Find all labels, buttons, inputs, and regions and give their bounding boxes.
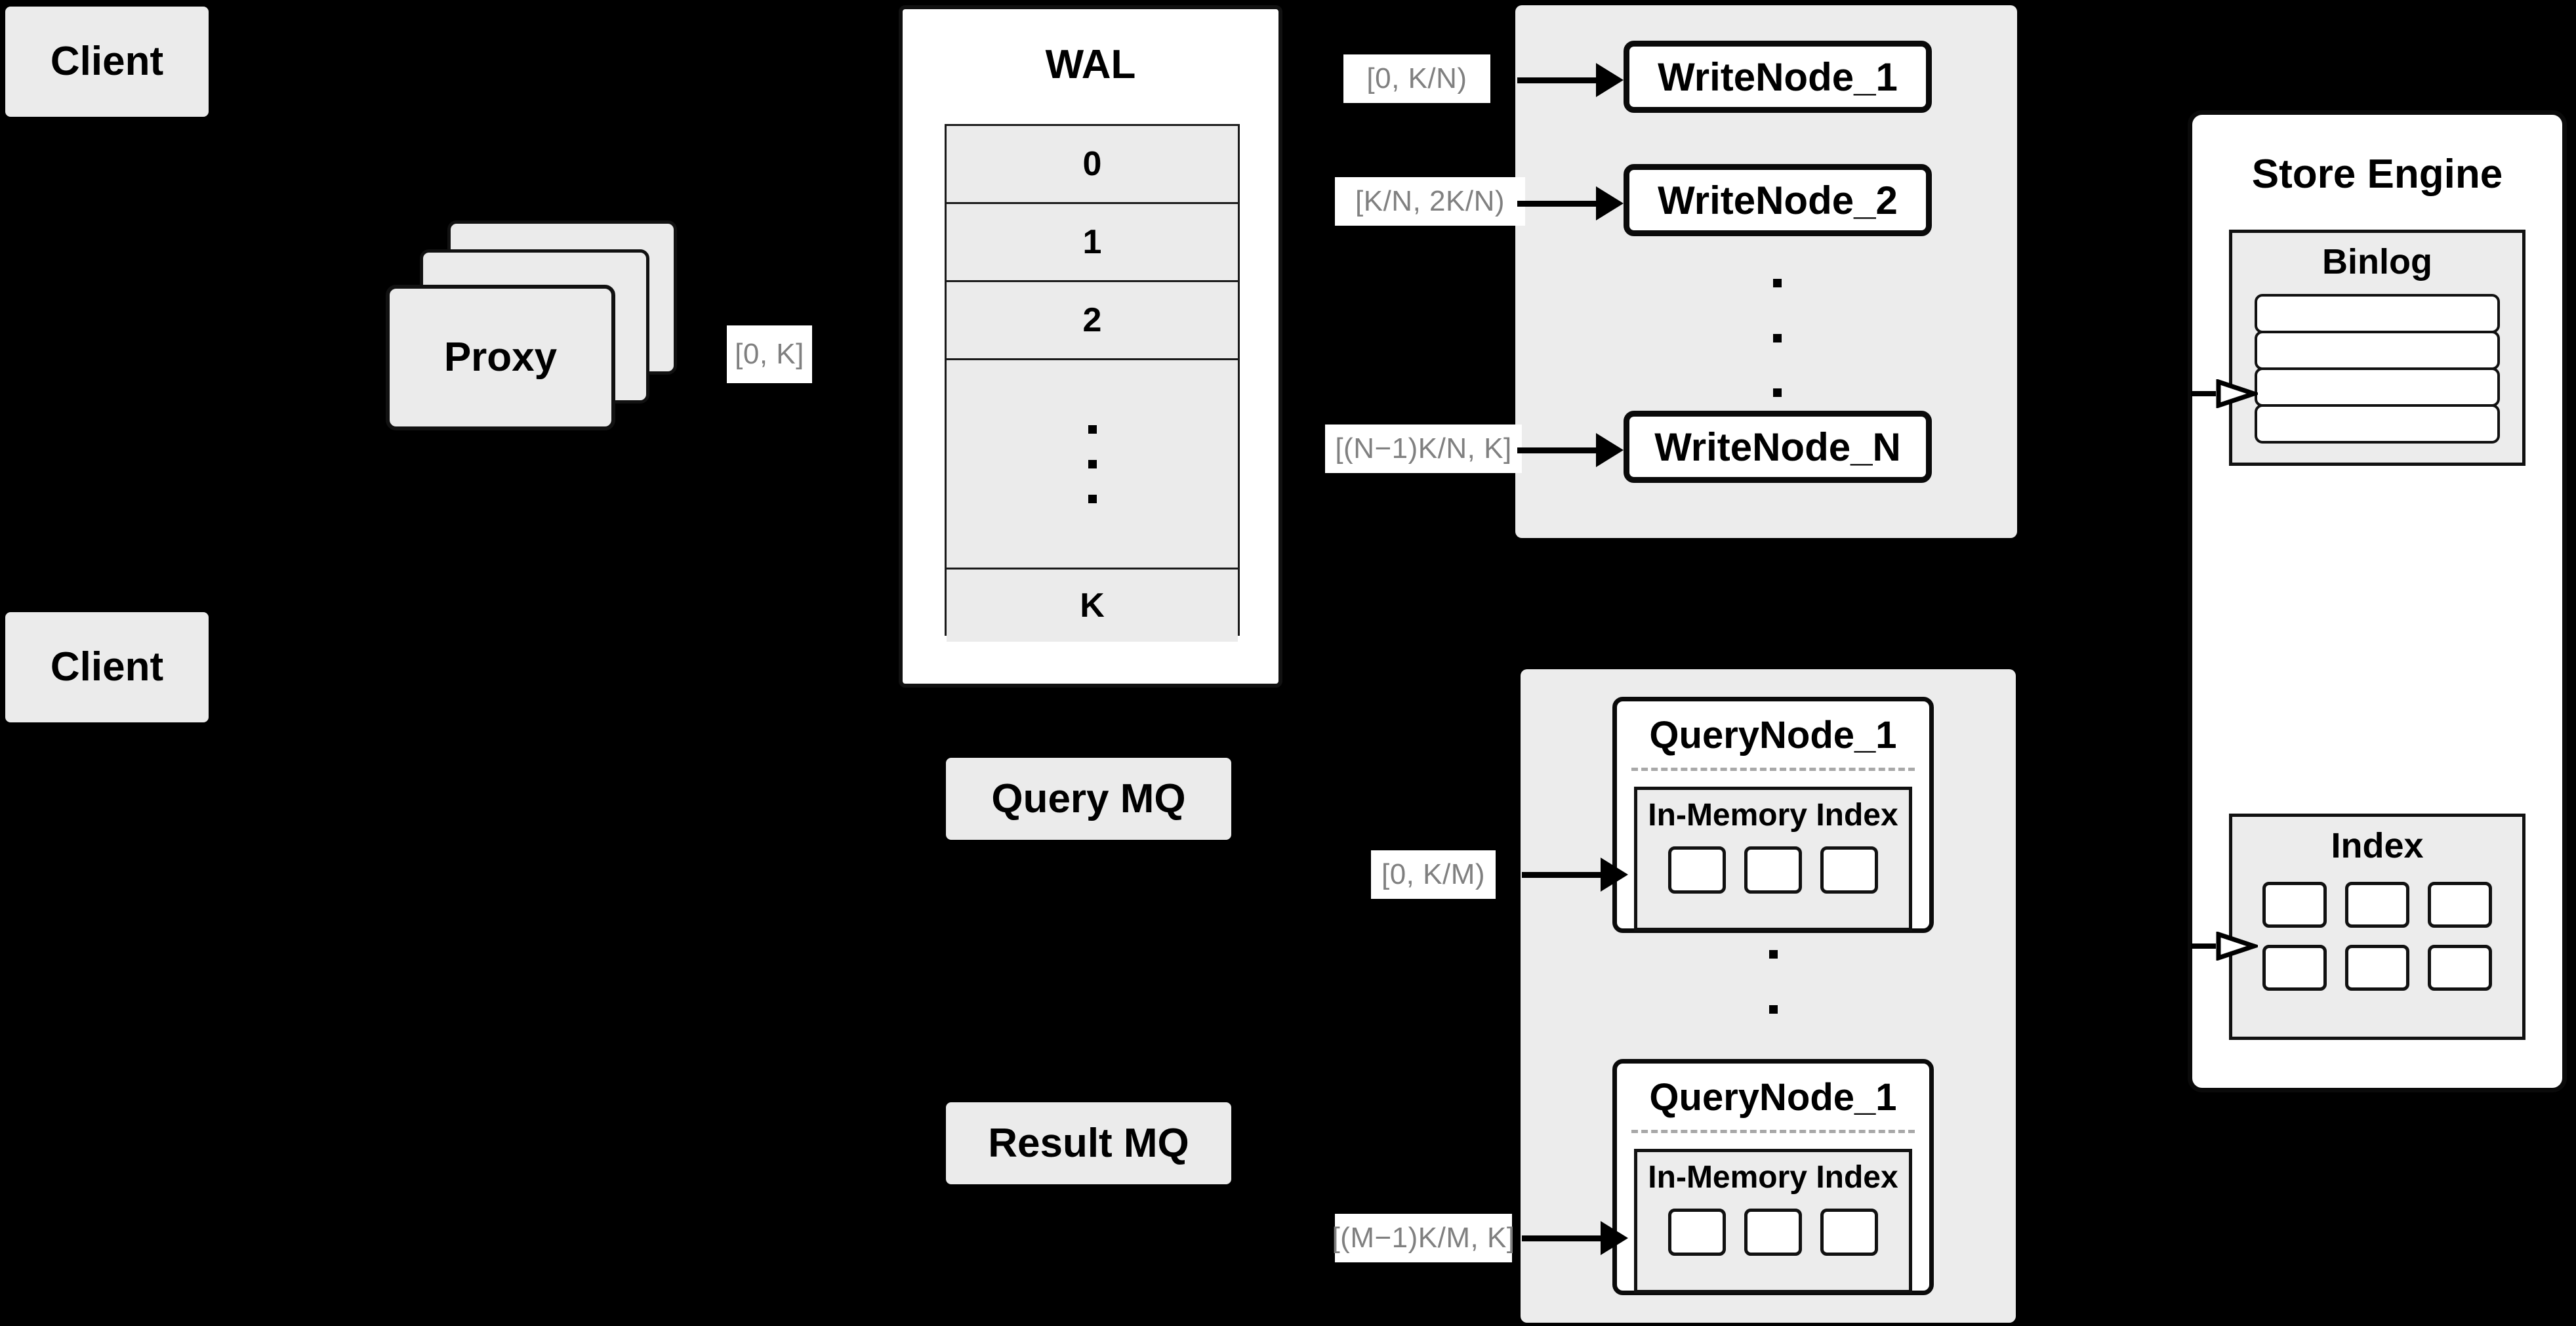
- vertical-dots-icon: [1772, 388, 1782, 397]
- write-node-1-range-text: [0, K/N): [1366, 62, 1467, 94]
- client-node-2[interactable]: Client: [5, 612, 209, 722]
- arrow-to-write-node-n: [1517, 433, 1624, 467]
- store-index-title: Index: [2331, 826, 2424, 866]
- arrow-head-icon: [1596, 433, 1624, 467]
- index-chip[interactable]: [1668, 1209, 1726, 1256]
- vertical-dots-icon: [1088, 459, 1097, 468]
- write-node-2-range-text: [K/N, 2K/N): [1355, 185, 1505, 217]
- wal-row[interactable]: 1: [947, 204, 1238, 282]
- query-node-m-in-memory-index-title: In-Memory Index: [1648, 1159, 1898, 1195]
- binlog-section: Binlog: [2229, 230, 2525, 466]
- proxy-label: Proxy: [443, 335, 558, 381]
- vertical-dots-icon: [1088, 494, 1097, 503]
- proxy-to-wal-range-label: [0, K]: [727, 325, 812, 383]
- store-index-chip[interactable]: [2345, 944, 2409, 991]
- arrow-head-icon: [1601, 1221, 1628, 1255]
- binlog-bar[interactable]: [2255, 330, 2500, 370]
- wal-row[interactable]: 0: [947, 126, 1238, 204]
- query-node-m-range-label: [(M−1)K/M, K]: [1332, 1214, 1515, 1262]
- vertical-dots-icon: [1768, 1005, 1778, 1014]
- open-arrow-head-icon: [2216, 379, 2258, 408]
- query-node-1-in-memory-index: In-Memory Index: [1634, 786, 1912, 931]
- store-index-chip[interactable]: [2262, 944, 2327, 991]
- client-node-1[interactable]: Client: [5, 7, 209, 117]
- wal-row-label: 2: [1082, 301, 1102, 339]
- arrow-head-icon: [1596, 186, 1624, 220]
- query-node-1-in-memory-index-title: In-Memory Index: [1648, 797, 1898, 833]
- query-mq-node[interactable]: Query MQ: [946, 758, 1231, 840]
- wal-row-label: K: [1080, 587, 1105, 625]
- proxy-node[interactable]: Proxy: [386, 285, 615, 430]
- vertical-dots-icon: [1772, 333, 1782, 342]
- write-node-1-label: WriteNode_1: [1658, 54, 1898, 99]
- query-node-m-range-text: [(M−1)K/M, K]: [1332, 1222, 1515, 1254]
- arrow-head-icon: [1601, 858, 1628, 892]
- write-node-n-label: WriteNode_N: [1654, 425, 1901, 469]
- index-chip[interactable]: [1820, 846, 1878, 894]
- binlog-bar[interactable]: [2255, 293, 2500, 333]
- wal-row[interactable]: 2: [947, 282, 1238, 360]
- arrow-head-icon: [1596, 63, 1624, 97]
- store-engine-title: Store Engine: [2251, 152, 2503, 197]
- write-node-2-range-label: [K/N, 2K/N): [1335, 177, 1525, 226]
- store-engine-panel: Store Engine Binlog Index: [2188, 110, 2567, 1092]
- binlog-bar[interactable]: [2255, 367, 2500, 407]
- store-index-chip[interactable]: [2345, 881, 2409, 928]
- wal-table: 0 1 2 K: [945, 124, 1240, 642]
- store-index-chip[interactable]: [2428, 944, 2492, 991]
- wal-ellipsis-row: [947, 360, 1238, 570]
- vertical-dots-icon: [1768, 950, 1778, 959]
- store-index-section: Index: [2229, 814, 2525, 1041]
- index-chip[interactable]: [1820, 1209, 1878, 1256]
- query-node-1[interactable]: QueryNode_1 In-Memory Index: [1612, 697, 1934, 933]
- store-index-chip[interactable]: [2262, 881, 2327, 928]
- write-cluster-ellipsis: [1767, 279, 1787, 397]
- query-node-m-label: QueryNode_1: [1649, 1076, 1897, 1119]
- query-node-1-divider: [1631, 767, 1915, 771]
- query-node-1-range-text: [0, K/M): [1381, 858, 1486, 890]
- wal-row-label: 0: [1082, 145, 1102, 183]
- client-node-1-label: Client: [50, 39, 164, 85]
- index-chip[interactable]: [1668, 846, 1726, 894]
- query-node-1-range-label: [0, K/M): [1371, 850, 1496, 899]
- query-node-1-label: QueryNode_1: [1649, 714, 1897, 756]
- arrow-to-query-node-m: [1522, 1221, 1628, 1255]
- binlog-title: Binlog: [2322, 242, 2432, 282]
- query-node-m[interactable]: QueryNode_1 In-Memory Index: [1612, 1059, 1934, 1295]
- vertical-dots-icon: [1088, 425, 1097, 434]
- result-mq-label: Result MQ: [988, 1120, 1189, 1166]
- write-node-1[interactable]: WriteNode_1: [1624, 41, 1932, 113]
- write-node-2-label: WriteNode_2: [1658, 178, 1898, 222]
- store-index-chip[interactable]: [2428, 881, 2492, 928]
- result-mq-node[interactable]: Result MQ: [946, 1102, 1231, 1184]
- wal-title: WAL: [1045, 42, 1136, 87]
- write-node-1-range-label: [0, K/N): [1343, 54, 1490, 103]
- write-node-2[interactable]: WriteNode_2: [1624, 164, 1932, 236]
- wal-panel: WAL 0 1 2 K: [899, 5, 1282, 688]
- write-node-n-range-text: [(N−1)K/N, K]: [1335, 432, 1512, 465]
- vertical-dots-icon: [1772, 279, 1782, 287]
- arrow-to-write-node-2: [1517, 186, 1624, 220]
- client-node-2-label: Client: [50, 644, 164, 690]
- query-node-m-in-memory-index: In-Memory Index: [1634, 1148, 1912, 1293]
- write-node-n[interactable]: WriteNode_N: [1624, 411, 1932, 483]
- index-chip[interactable]: [1744, 846, 1802, 894]
- arrow-to-store-index: [2191, 932, 2263, 961]
- wal-row-label: 1: [1082, 223, 1102, 261]
- query-mq-label: Query MQ: [991, 776, 1186, 821]
- arrow-to-query-node-1: [1522, 858, 1628, 892]
- query-node-m-divider: [1631, 1129, 1915, 1133]
- open-arrow-head-icon: [2216, 932, 2258, 961]
- write-node-n-range-label: [(N−1)K/N, K]: [1325, 425, 1522, 473]
- wal-row[interactable]: K: [947, 570, 1238, 642]
- query-cluster-ellipsis: [1763, 950, 1783, 1068]
- binlog-bar[interactable]: [2255, 404, 2500, 444]
- proxy-to-wal-range-text: [0, K]: [735, 338, 804, 370]
- index-chip[interactable]: [1744, 1209, 1802, 1256]
- arrow-to-write-node-1: [1517, 63, 1624, 97]
- arrow-to-binlog: [2191, 379, 2263, 408]
